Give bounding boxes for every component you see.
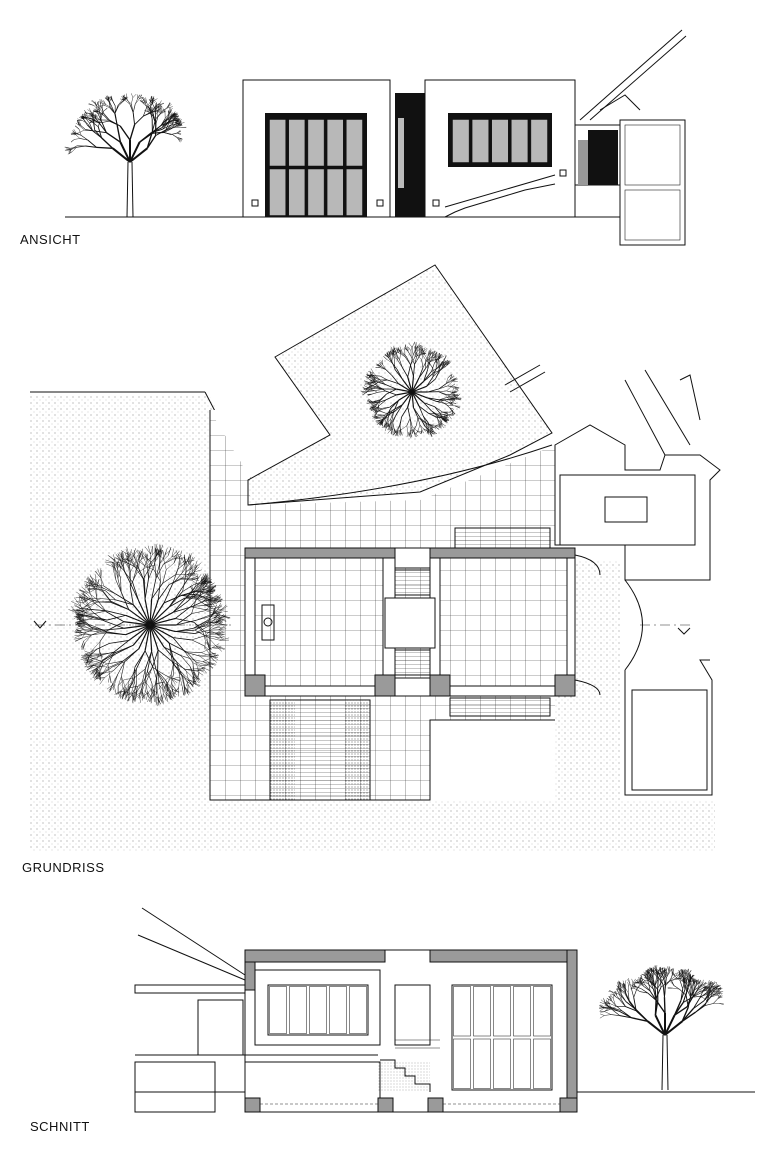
tree-icon (361, 341, 462, 439)
elevation-label: ANSICHT (20, 232, 81, 247)
section-glazing (451, 984, 553, 1091)
tree-icon (599, 965, 724, 1091)
neighbor-house (619, 119, 686, 246)
elevation-view: ANSICHT (20, 29, 687, 247)
exterior-stair (444, 183, 556, 218)
table-icon (261, 604, 275, 641)
floor-plan: GRUNDRISS (22, 264, 721, 875)
tree-icon (64, 93, 187, 218)
kitchen-island (604, 496, 648, 523)
section-view: SCHNITT (30, 907, 755, 1134)
section-window (267, 984, 369, 1036)
section-label: SCHNITT (30, 1119, 90, 1134)
plan-label: GRUNDRISS (22, 860, 105, 875)
tree-icon (68, 543, 231, 707)
house-walls (244, 547, 576, 697)
